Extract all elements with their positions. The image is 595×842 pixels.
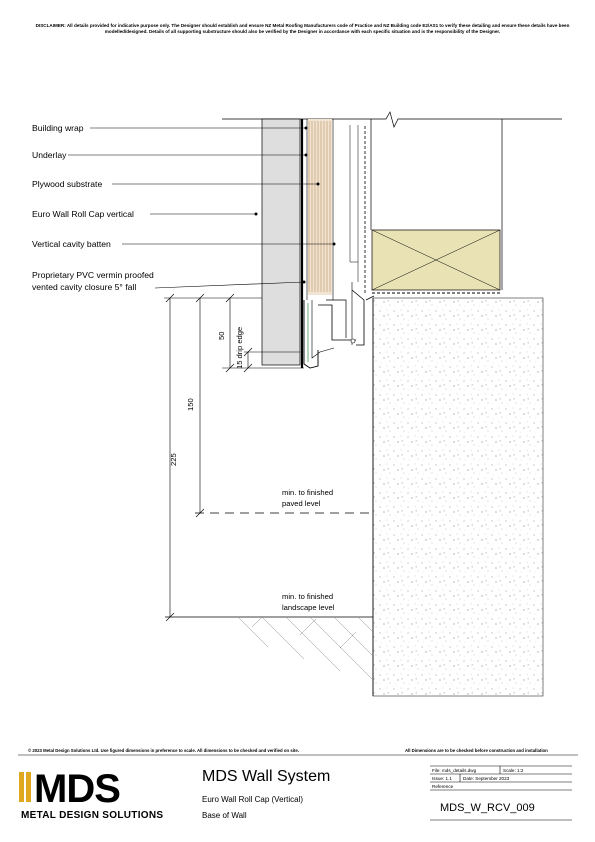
roll-cap-profile [303, 300, 319, 369]
label-batten: Vertical cavity batten [32, 239, 111, 249]
landscape-hatch [237, 616, 373, 680]
logo-mds-text: MDS [34, 767, 120, 811]
detail-subtitle: Euro Wall Roll Cap (Vertical) [202, 795, 304, 804]
issue: Issue: 1.1 [432, 776, 452, 781]
brand-name: METAL DESIGN SOLUTIONS [21, 810, 164, 821]
dim-150: 150 [186, 398, 195, 411]
drawing-code: MDS_W_RCV_009 [440, 802, 535, 814]
label-building-wrap: Building wrap [32, 123, 84, 133]
label-pvc-closure-line1: Proprietary PVC vermin proofed [32, 270, 154, 280]
pvc-closure [318, 282, 375, 346]
label-paved-1: min. to finished [282, 488, 333, 497]
concrete-slab [372, 297, 544, 697]
insulation-block [371, 229, 501, 291]
label-landscape-1: min. to finished [282, 592, 333, 601]
scale: Scale: 1:2 [503, 768, 524, 773]
title-block-lines [18, 754, 578, 821]
copyright-note: © 2023 Metal Design Solutions Ltd. Use f… [28, 748, 299, 753]
label-plywood: Plywood substrate [32, 179, 102, 189]
dimension-lines [164, 293, 304, 622]
wall-substrate-block [261, 118, 301, 366]
dim-50: 50 [217, 332, 226, 340]
plywood-batten [308, 119, 332, 295]
dim-225: 225 [169, 453, 178, 466]
label-pvc-closure-line2: vented cavity closure 5° fall [32, 282, 136, 292]
system-title: MDS Wall System [202, 768, 331, 785]
label-underlay: Underlay [32, 150, 67, 160]
sheet-name: Base of Wall [202, 811, 247, 820]
date: Date: September 2023 [463, 776, 510, 781]
dim-15-drip: 15 drip edge [235, 327, 244, 369]
file-name: File: mds_details.dwg [432, 768, 477, 773]
label-paved-2: paved level [282, 499, 321, 508]
reference: Reference [432, 784, 454, 789]
mds-logo: MDS [19, 767, 121, 811]
disclaimer-text: DISCLAIMER: All details provided for ind… [35, 23, 570, 34]
label-roll-cap: Euro Wall Roll Cap vertical [32, 209, 134, 219]
label-landscape-2: landscape level [282, 603, 335, 612]
break-line [222, 111, 562, 128]
check-dimensions-note: All Dimensions are to be checked before … [405, 748, 548, 753]
